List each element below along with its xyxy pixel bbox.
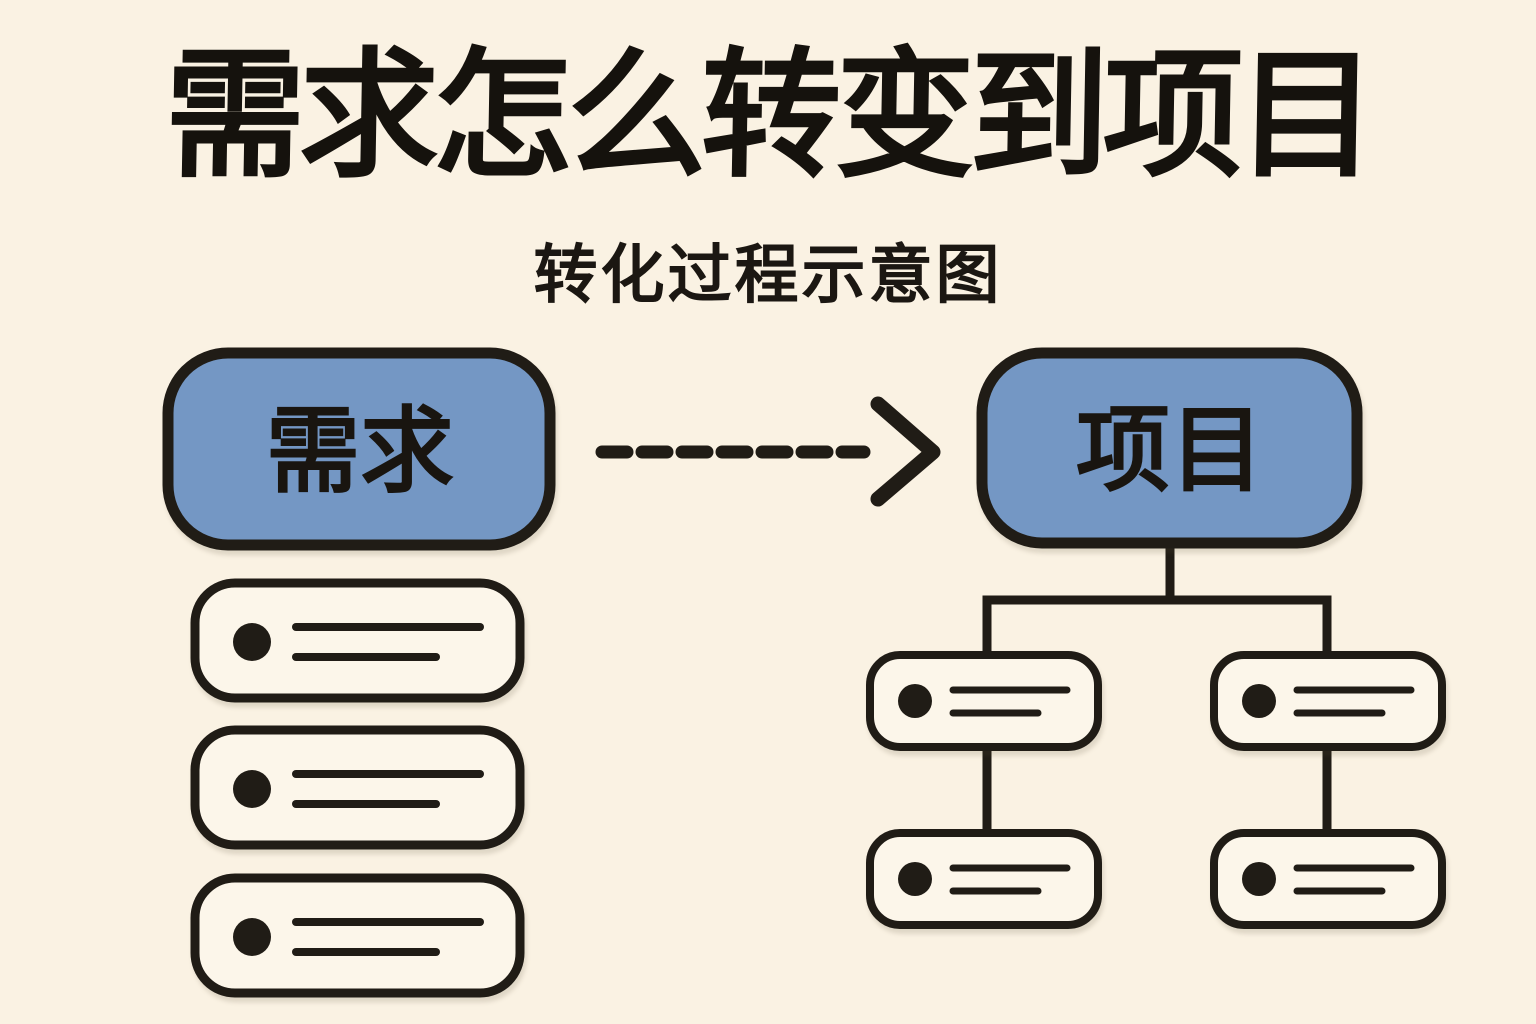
bullet-dot-icon: [898, 862, 932, 896]
requirement-node-label: 需求: [266, 398, 454, 507]
card-shape: [866, 829, 1102, 929]
transform-arrow: [595, 396, 941, 507]
project-task-card: [866, 829, 1102, 929]
requirement-item-card: [190, 725, 525, 850]
arrowhead-chevron-icon: [870, 396, 941, 507]
bullet-dot-icon: [233, 918, 271, 956]
bullet-dot-icon: [233, 623, 271, 661]
project-task-card: [1210, 829, 1446, 929]
card-shape: [866, 651, 1102, 751]
requirement-node: 需求: [162, 347, 556, 551]
page-subtitle: 转化过程示意图: [533, 239, 1003, 313]
tree-branch-line: [982, 595, 1332, 655]
bullet-dot-icon: [1242, 684, 1276, 718]
tree-connectors: [982, 540, 1332, 833]
bullet-dot-icon: [233, 770, 271, 808]
bullet-dot-icon: [898, 684, 932, 718]
project-task-card: [1210, 651, 1446, 751]
requirement-list: [190, 578, 525, 998]
card-shape: [190, 873, 525, 998]
requirement-item-card: [190, 578, 525, 703]
card-shape: [190, 725, 525, 850]
card-shape: [190, 578, 525, 703]
requirement-item-card: [190, 873, 525, 998]
bullet-dot-icon: [1242, 862, 1276, 896]
card-shape: [1210, 651, 1446, 751]
project-node: 项目: [976, 347, 1363, 549]
card-shape: [1210, 829, 1446, 929]
project-node-shape: [976, 347, 1363, 549]
project-task-tree: [866, 651, 1446, 929]
project-task-card: [866, 651, 1102, 751]
requirement-node-shape: [162, 347, 556, 551]
project-node-label: 项目: [1076, 397, 1264, 506]
